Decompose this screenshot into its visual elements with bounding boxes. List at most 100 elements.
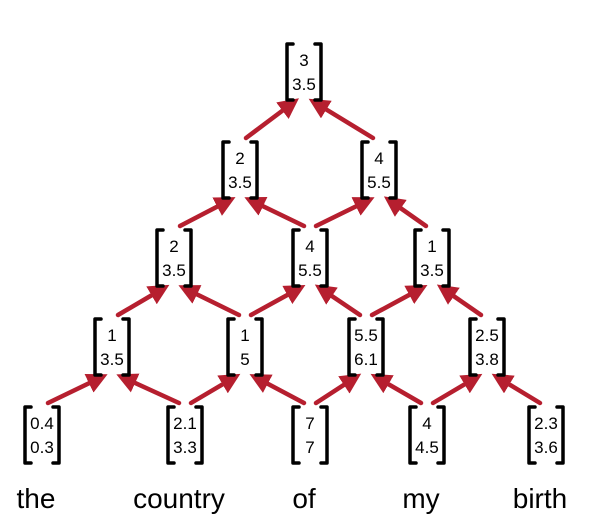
input-word: country xyxy=(133,483,225,514)
left-bracket xyxy=(360,140,370,200)
vector-value-bottom: 7 xyxy=(305,438,314,457)
phrase-vector: 23.5 xyxy=(221,140,259,200)
vector-value-top: 2 xyxy=(169,237,178,256)
vector-value-bottom: 5.5 xyxy=(367,173,391,192)
left-bracket xyxy=(155,228,165,288)
input-word: the xyxy=(17,483,56,514)
vector-value-bottom: 3.5 xyxy=(228,173,252,192)
nodes-layer: 0.40.32.13.37744.52.33.613.5155.56.12.53… xyxy=(23,42,565,465)
arrows-layer xyxy=(45,98,543,406)
right-bracket xyxy=(441,228,451,288)
vector-value-top: 1 xyxy=(427,237,436,256)
vector-value-top: 1 xyxy=(240,326,249,345)
composition-arrow xyxy=(313,197,375,229)
input-word: of xyxy=(292,483,316,514)
right-bracket xyxy=(194,405,204,465)
vector-value-bottom: 6.1 xyxy=(354,350,378,369)
phrase-vector: 23.5 xyxy=(155,228,193,288)
right-bracket xyxy=(319,405,329,465)
right-bracket xyxy=(375,317,385,377)
vector-value-bottom: 5.5 xyxy=(298,261,322,280)
composition-arrow xyxy=(177,197,236,229)
right-bracket xyxy=(121,317,131,377)
left-bracket xyxy=(413,228,423,288)
phrase-vector: 45.5 xyxy=(291,228,329,288)
phrase-vector: 5.56.1 xyxy=(347,317,385,377)
left-bracket xyxy=(468,317,478,377)
vector-value-bottom: 3.3 xyxy=(173,438,197,457)
left-bracket xyxy=(347,317,357,377)
vector-value-top: 2 xyxy=(235,149,244,168)
composition-arrow xyxy=(383,196,429,229)
composition-arrow xyxy=(436,284,484,318)
vector-value-bottom: 4.5 xyxy=(415,438,439,457)
right-bracket xyxy=(254,317,264,377)
vector-value-top: 4 xyxy=(305,237,314,256)
word-vector: 44.5 xyxy=(408,405,446,465)
left-bracket xyxy=(291,228,301,288)
root-vector: 33.5 xyxy=(285,42,323,102)
word-vector: 2.33.6 xyxy=(527,405,565,465)
word-vector: 0.40.3 xyxy=(23,405,61,465)
vector-value-top: 2.5 xyxy=(475,326,499,345)
right-bracket xyxy=(555,405,565,465)
left-bracket xyxy=(166,405,176,465)
composition-arrow xyxy=(188,373,241,406)
vector-value-bottom: 3.6 xyxy=(534,438,558,457)
phrase-vector: 13.5 xyxy=(413,228,451,288)
vector-value-bottom: 3.5 xyxy=(100,350,124,369)
left-bracket xyxy=(527,405,537,465)
composition-arrow xyxy=(314,284,363,318)
vector-value-top: 2.1 xyxy=(173,414,197,433)
composition-arrow xyxy=(370,373,424,406)
words-layer: the country of my birth xyxy=(17,483,568,514)
composition-arrow xyxy=(178,285,242,318)
composition-arrow xyxy=(430,373,483,406)
vector-value-bottom: 3.8 xyxy=(475,350,499,369)
composition-arrow xyxy=(308,98,376,141)
composition-arrow xyxy=(248,285,306,318)
composition-arrow xyxy=(313,373,362,406)
composition-arrow xyxy=(45,373,108,406)
phrase-vector: 13.5 xyxy=(93,317,131,377)
vector-value-top: 2.3 xyxy=(534,414,558,433)
left-bracket xyxy=(23,405,33,465)
phrase-vector: 2.53.8 xyxy=(468,317,506,377)
vector-value-bottom: 0.3 xyxy=(30,438,54,457)
left-bracket xyxy=(285,42,295,102)
left-bracket xyxy=(226,317,236,377)
vector-value-top: 7 xyxy=(305,414,314,433)
right-bracket xyxy=(388,140,398,200)
vector-value-bottom: 3.5 xyxy=(162,261,186,280)
composition-arrow xyxy=(116,373,182,406)
input-word: my xyxy=(402,483,439,514)
left-bracket xyxy=(291,405,301,465)
vector-value-top: 3 xyxy=(299,51,308,70)
left-bracket xyxy=(221,140,231,200)
composition-arrow xyxy=(244,196,307,229)
composition-arrow xyxy=(243,98,299,141)
word-vector: 2.13.3 xyxy=(166,405,204,465)
left-bracket xyxy=(408,405,418,465)
phrase-vector: 15 xyxy=(226,317,264,377)
composition-arrow xyxy=(115,284,170,318)
vector-value-bottom: 5 xyxy=(240,350,249,369)
right-bracket xyxy=(51,405,61,465)
phrase-vector: 45.5 xyxy=(360,140,398,200)
input-word: birth xyxy=(513,483,567,514)
word-vector: 77 xyxy=(291,405,329,465)
composition-arrow xyxy=(369,285,428,318)
right-bracket xyxy=(183,228,193,288)
right-bracket xyxy=(313,42,323,102)
vector-value-bottom: 3.5 xyxy=(292,75,316,94)
right-bracket xyxy=(249,140,259,200)
right-bracket xyxy=(436,405,446,465)
composition-arrow xyxy=(249,374,307,406)
right-bracket xyxy=(496,317,506,377)
vector-value-bottom: 3.5 xyxy=(420,261,444,280)
left-bracket xyxy=(93,317,103,377)
vector-value-top: 4 xyxy=(422,414,431,433)
right-bracket xyxy=(319,228,329,288)
vector-value-top: 0.4 xyxy=(30,414,54,433)
